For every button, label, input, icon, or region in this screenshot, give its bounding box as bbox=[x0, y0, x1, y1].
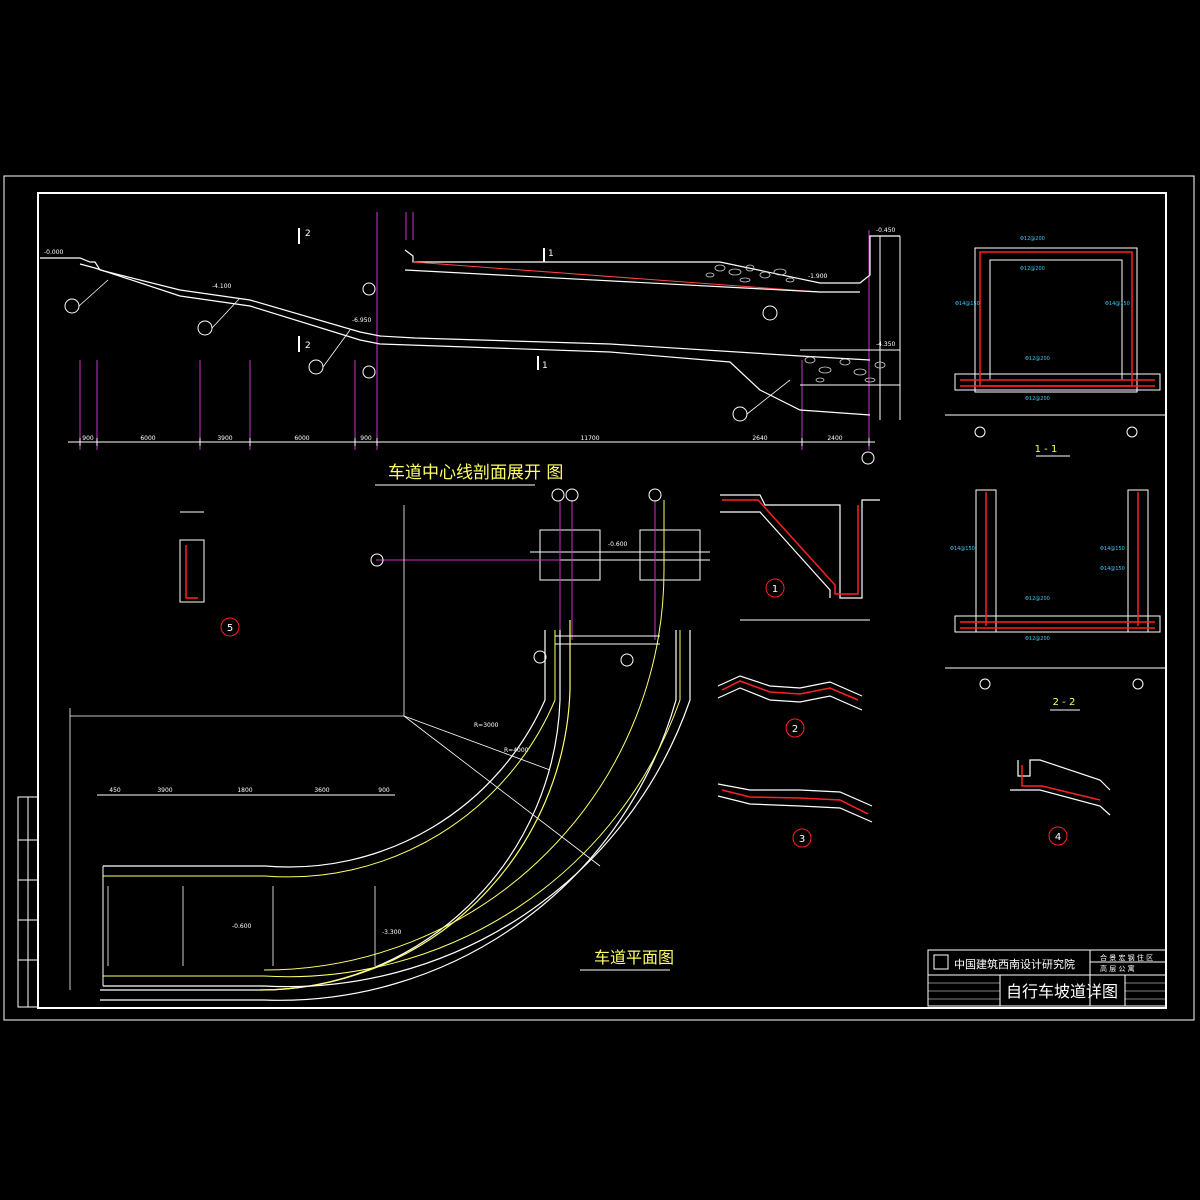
plan-elev-c: -3.300 bbox=[382, 929, 402, 936]
detail-3-label: 3 bbox=[799, 834, 805, 845]
gravel-fill-lower bbox=[804, 356, 886, 383]
section-2-2-title: 2 - 2 bbox=[1053, 697, 1076, 708]
svg-text:Φ12@200: Φ12@200 bbox=[1025, 596, 1050, 602]
sec-dim-5: 900 bbox=[360, 435, 372, 442]
svg-text:Φ14@150: Φ14@150 bbox=[950, 546, 975, 552]
cut-1-top: 1 bbox=[548, 249, 554, 259]
elev-right-mid: -1.900 bbox=[808, 273, 828, 280]
subproject-name: 高 层 公 寓 bbox=[1100, 964, 1135, 973]
sec-dim-2: 6000 bbox=[140, 435, 155, 442]
plan-dim-2: 3900 bbox=[157, 787, 172, 794]
elev-right-low: -4.350 bbox=[876, 341, 896, 348]
svg-text:Φ14@150: Φ14@150 bbox=[1100, 546, 1125, 552]
svg-text:Φ14@150: Φ14@150 bbox=[1105, 301, 1130, 307]
plan-elev-a: -0.600 bbox=[608, 541, 628, 548]
detail-5-label: 5 bbox=[227, 623, 233, 634]
gravel-fill-upper bbox=[705, 264, 795, 283]
cut-1-bottom: 1 bbox=[542, 361, 548, 371]
left-signoff-block bbox=[17, 796, 39, 1008]
svg-text:Φ12@200: Φ12@200 bbox=[1020, 236, 1045, 242]
cut-2-bottom: 2 bbox=[305, 341, 311, 351]
institute-name: 中国建筑西南设计研究院 bbox=[954, 957, 1075, 971]
sec-dim-8: 2400 bbox=[827, 435, 842, 442]
detail-4: 4 bbox=[1010, 759, 1111, 846]
sec-dim-3: 3900 bbox=[217, 435, 232, 442]
project-name: 合 景 宏 钢 住 区 bbox=[1100, 953, 1153, 962]
section-1-1-title: 1 - 1 bbox=[1035, 444, 1058, 455]
elev-right-top: -0.450 bbox=[876, 227, 896, 234]
elev-mid1: -4.100 bbox=[212, 283, 232, 290]
sec-dim-7: 2640 bbox=[752, 435, 767, 442]
detail-2-label: 2 bbox=[792, 724, 798, 735]
section-view-title: 车道中心线剖面展开 图 bbox=[388, 463, 563, 483]
plan-elev-b: -0.600 bbox=[232, 923, 252, 930]
svg-text:Φ14@150: Φ14@150 bbox=[955, 301, 980, 307]
plan-dim-4: 3600 bbox=[314, 787, 329, 794]
outer-frame bbox=[3, 175, 1195, 1021]
cut-2-top: 2 bbox=[305, 229, 311, 239]
svg-text:Φ12@200: Φ12@200 bbox=[1025, 396, 1050, 402]
detail-5: 5 bbox=[179, 511, 240, 637]
detail-3: 3 bbox=[717, 783, 873, 848]
radius-label-inner: R=3000 bbox=[474, 722, 499, 729]
ramp-plan-view: R=4000 R=3000 -0.600 -0.600 -3.300 450 3… bbox=[69, 488, 710, 1001]
detail-4-label: 4 bbox=[1055, 832, 1061, 843]
sec-dim-4: 6000 bbox=[294, 435, 309, 442]
inner-frame bbox=[37, 192, 1167, 1009]
svg-text:Φ14@150: Φ14@150 bbox=[1100, 566, 1125, 572]
elev-mid2: -6.950 bbox=[352, 317, 372, 324]
detail-1-label: 1 bbox=[772, 584, 778, 595]
sec-dim-6: 11700 bbox=[580, 435, 599, 442]
plan-dim-1: 450 bbox=[109, 787, 121, 794]
svg-text:Φ12@200: Φ12@200 bbox=[1025, 356, 1050, 362]
ramp-section-view: 900 6000 3900 6000 900 11700 2640 2400 -… bbox=[40, 212, 901, 486]
radius-label-outer: R=4000 bbox=[504, 747, 529, 754]
detail-1: 1 bbox=[720, 494, 880, 621]
svg-text:Φ12@200: Φ12@200 bbox=[1025, 636, 1050, 642]
svg-text:Φ12@200: Φ12@200 bbox=[1020, 266, 1045, 272]
drawing-title: 自行车坡道详图 bbox=[1006, 982, 1118, 1001]
elev-top-left: -0.000 bbox=[44, 249, 64, 256]
title-block: 中国建筑西南设计研究院 合 景 宏 钢 住 区 高 层 公 寓 自行车坡道详图 bbox=[927, 949, 1167, 1007]
plan-dim-5: 900 bbox=[378, 787, 390, 794]
detail-2: 2 bbox=[717, 675, 863, 738]
plan-dim-3: 1800 bbox=[237, 787, 252, 794]
sec-dim-1: 900 bbox=[82, 435, 94, 442]
plan-view-title: 车道平面图 bbox=[594, 948, 674, 967]
